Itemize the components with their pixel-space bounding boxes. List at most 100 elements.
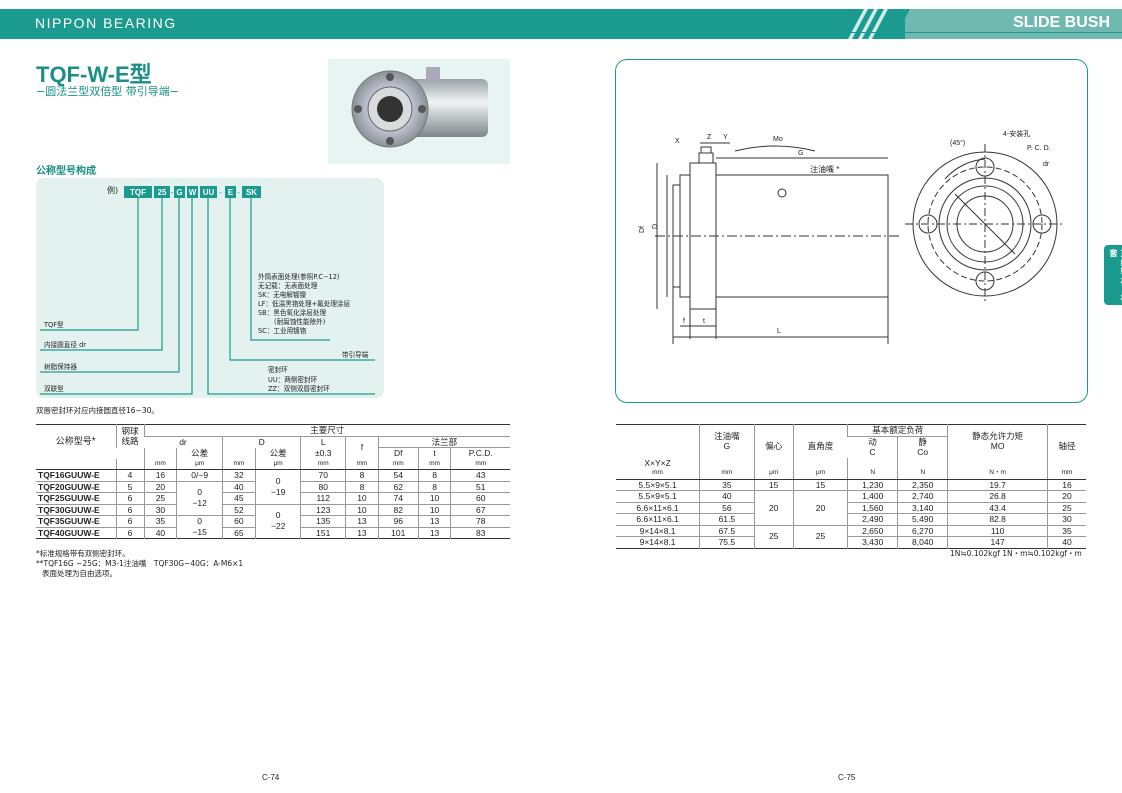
dim-z: Z (707, 134, 712, 141)
label-surface-lf: LF：低温黑铬处理+氟处理涂层 (258, 299, 351, 308)
code-part-w: W (189, 188, 197, 197)
label-retainer: 树脂保持器 (44, 362, 77, 371)
dim-t: t (703, 318, 705, 325)
label-surface-sc: SC：工业用镀铬 (258, 326, 307, 335)
col-ecc: 偏心 (753, 424, 794, 468)
side-index-tab[interactable]: 直线轴承・衬套 (1104, 245, 1122, 305)
page-header: NIPPON BEARING SLIDE BUSH (0, 9, 1122, 39)
label-dr: 内接圆直径 dr (44, 340, 86, 349)
model-subtitle: −圆法兰型双倍型 带引导端− (36, 85, 179, 98)
col-D-tol: 公差 (254, 447, 301, 459)
technical-drawing: Mo G Z X Y Df D f t L 注油嘴 * (45°) 4-安装孔 … (639, 129, 1065, 344)
col-group-main: 主要尺寸 (143, 424, 510, 437)
model-code-panel (36, 178, 384, 398)
label-seal-uu: UU：两侧密封环 (268, 375, 318, 384)
bushing-image (351, 67, 488, 148)
svg-text:-: - (171, 188, 174, 197)
page-number-left: C-74 (262, 773, 280, 782)
page-number-right: C-75 (838, 773, 856, 782)
col-flange: 法兰部 (377, 436, 510, 448)
footnote-3: 表面处理为自由选项。 (42, 569, 117, 578)
code-part-uu: UU (203, 188, 215, 197)
label-double: 双联型 (44, 384, 64, 393)
col-perp: 直角度 (792, 424, 848, 468)
col-dr: dr (144, 436, 223, 448)
model-title: TQF-W-E型 (36, 62, 152, 87)
header-section-block (905, 9, 1122, 39)
section-heading: 公称型号构成 (36, 166, 96, 177)
header-stripes (848, 9, 910, 39)
svg-text:-: - (237, 188, 240, 197)
dim-y: Y (723, 134, 728, 141)
label-guide: 带引导端 (342, 350, 369, 359)
technical-drawing-frame (615, 59, 1088, 403)
dim-d: D (652, 224, 659, 229)
col-shaft: 轴径 (1047, 424, 1086, 468)
label-seal-zz: ZZ：双侧双唇密封环 (268, 384, 330, 393)
code-leader-lines (40, 198, 375, 395)
col-load: 基本额定负荷 (847, 424, 948, 437)
label-seal-title: 密封环 (268, 365, 288, 374)
model-code-diagram: 例) TQF 25 G W UU E SK - - - (40, 185, 375, 395)
dim-x: X (675, 138, 680, 145)
col-dr-tol: 公差 (176, 447, 223, 459)
footnote-1: *标准规格带有双侧密封环。 (36, 549, 130, 558)
dim-mo: Mo (773, 136, 783, 143)
front-view (905, 144, 1065, 304)
code-part-tqf: TQF (130, 188, 146, 197)
pcd-label: P. C. D. (1027, 145, 1051, 152)
header-underline (0, 32, 1122, 33)
brand-logo: NIPPON BEARING (35, 15, 177, 31)
label-tqf: TQF型 (43, 320, 64, 329)
code-part-size: 25 (158, 188, 167, 197)
col-t: t (417, 447, 451, 459)
product-photo (328, 59, 510, 164)
col-f: f (345, 436, 379, 459)
example-label: 例) (107, 185, 118, 195)
code-boxes: TQF 25 G W UU E SK - - - (124, 186, 261, 198)
col-xyz (616, 424, 700, 458)
col-balls: 钢球线路 (115, 424, 144, 448)
code-part-e: E (228, 188, 234, 197)
dim-df: Df (639, 226, 646, 233)
section-title: SLIDE BUSH (1013, 14, 1110, 31)
col-L-tol: ±0.3 (300, 447, 346, 459)
dim-l: L (777, 328, 781, 335)
dr-label: dr (1043, 161, 1050, 168)
seal-note: 双唇密封环对应内接圆直径16~30。 (36, 406, 159, 415)
label-surface-title: 外筒表面处理(参照P.C−12) (258, 272, 339, 281)
col-dr-val (143, 447, 177, 459)
footnote-2: **TQF16G ~25G：M3-1注油嘴 TQF30G~40G：A-M6×1 (36, 559, 244, 568)
angle-label: (45°) (950, 139, 965, 147)
col-model: 公称型号* (36, 424, 116, 459)
label-surface-sb2: (耐腐蚀性能除外) (274, 317, 325, 326)
label-surface-none: 无记载：无表面处理 (258, 281, 318, 290)
dimension-table: 公称型号* 钢球线路 主要尺寸 dr D L f 法兰部 公差 公差 ±0.3 … (36, 424, 510, 539)
svg-text:-: - (219, 188, 222, 197)
dim-f: f (683, 318, 685, 325)
col-D: D (221, 436, 301, 448)
dim-g: G (798, 150, 803, 157)
oil-nipple-label: 注油嘴 * (810, 164, 839, 174)
code-part-sk: SK (246, 188, 257, 197)
col-pcd: P.C.D. (450, 447, 510, 459)
code-part-g: G (176, 188, 182, 197)
label-surface-sb: SB：黑色氧化涂层处理 (258, 308, 326, 317)
col-L: L (300, 436, 346, 448)
unit-conversion: 1N≒0.102kgf 1N・m≒0.102kgf・m (950, 549, 1082, 558)
